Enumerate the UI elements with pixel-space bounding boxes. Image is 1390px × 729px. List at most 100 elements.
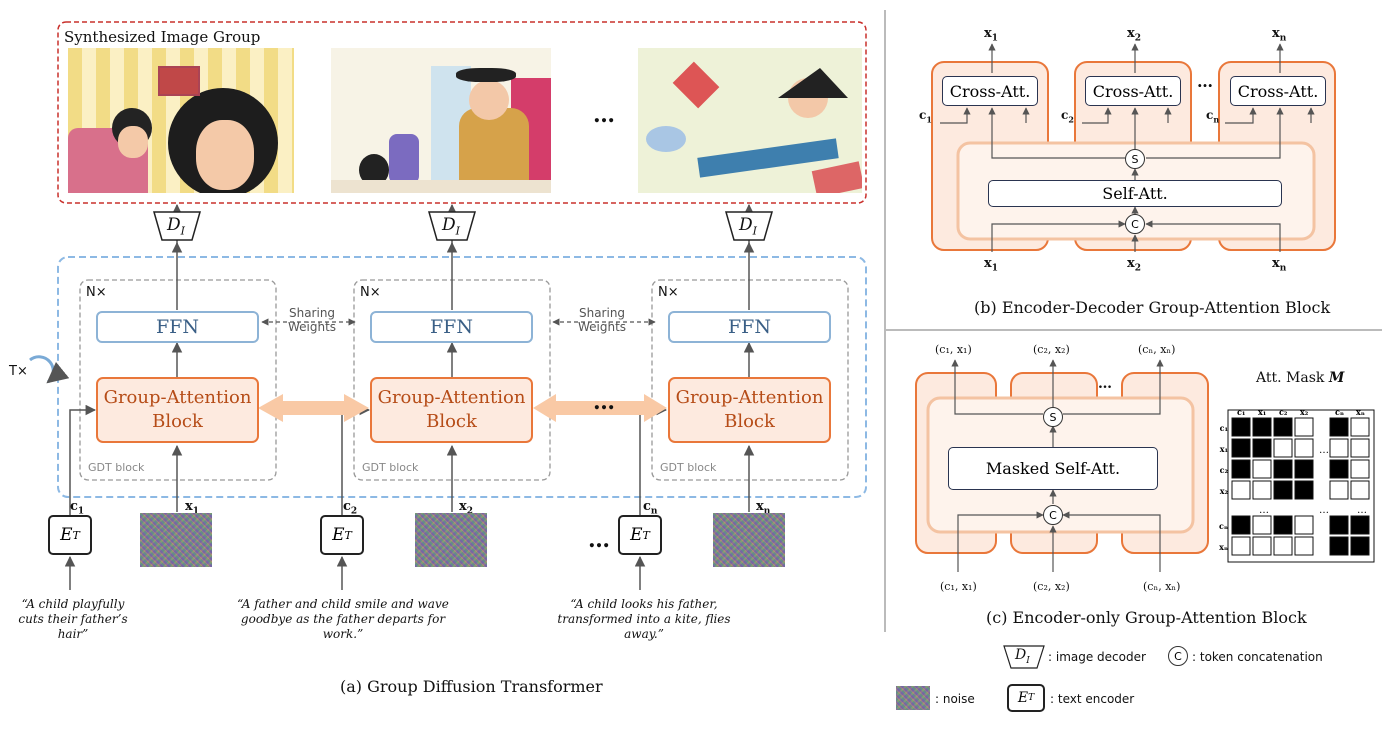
legend-noise: : noise [935, 692, 975, 706]
c-ellipsis: … [1098, 376, 1112, 392]
mask-cell [1231, 480, 1251, 500]
legend-concat-icon: C [1168, 646, 1188, 666]
cond-c2: c2 [343, 499, 357, 517]
mask-cell [1350, 536, 1370, 556]
block-ellipsis: … [593, 389, 615, 415]
b-in-x2-sym: x [1127, 256, 1135, 271]
repeat-label-2: N× [360, 285, 381, 300]
mask-col-label: cₙ [1335, 407, 1344, 417]
b-cross-att-2: Cross-Att. [1085, 76, 1181, 106]
legend-decoder-icon: DI [1003, 645, 1045, 669]
b-c1-sym: c [919, 108, 927, 122]
mask-cell [1294, 480, 1314, 500]
latent-x1-sym: x [185, 499, 193, 514]
b-self-att: Self-Att. [988, 180, 1282, 207]
b-c1-sub: 1 [926, 114, 932, 125]
b-in-xn: xn [1272, 256, 1286, 274]
b-out-x2: x2 [1127, 26, 1141, 44]
gab-3-line-1: Group-Attention [675, 387, 824, 408]
mask-row-label: x₂ [1220, 486, 1229, 496]
mask-ellipsis: … [1357, 505, 1367, 516]
mask-cell [1294, 459, 1314, 479]
sharing-weights-label-2: Sharing Weights [578, 306, 626, 334]
decoder-1-sub: I [180, 224, 185, 238]
gab-3-line-2: Block [724, 411, 775, 432]
group-attention-block-3: Group-Attention Block [668, 377, 831, 443]
mask-cell [1350, 417, 1370, 437]
b-c1: c1 [919, 108, 932, 124]
latent-xn-sym: x [756, 499, 764, 514]
legend-decoder-sym: D [1015, 647, 1027, 663]
sharing-weights-label-1: Sharing Weights [288, 306, 336, 334]
ffn-block-1: FFN [96, 311, 259, 343]
mask-ellipsis: … [1259, 505, 1269, 516]
gdt-label-1: GDT block [88, 461, 145, 474]
b-c2-sub: 2 [1068, 114, 1074, 125]
timestep-loop-label: T× [9, 364, 28, 379]
mask-cell [1252, 536, 1272, 556]
mask-row-label: c₁ [1220, 423, 1228, 433]
mask-cell [1252, 438, 1272, 458]
ffn-block-2: FFN [370, 311, 533, 343]
text-encoder-1-sym: E [60, 525, 73, 545]
b-split-icon: S [1125, 149, 1145, 169]
mask-cell [1273, 515, 1293, 535]
synth-group-label: Synthesized Image Group [64, 28, 261, 46]
cond-c1: c1 [70, 499, 84, 517]
b-out-x1-sym: x [984, 26, 992, 41]
c-in-n: (cₙ, xₙ) [1143, 580, 1181, 593]
synth-group-frame [57, 21, 867, 204]
b-in-xn-sub: n [1279, 263, 1287, 274]
repeat-label-1: N× [86, 285, 107, 300]
encoder-ellipsis: … [588, 527, 610, 553]
text-encoder-3-sym: E [630, 525, 643, 545]
text-encoder-1-sub: T [72, 528, 80, 542]
b-cn: cn [1206, 108, 1219, 124]
b-cn-sym: c [1206, 108, 1214, 122]
gab-1-line-1: Group-Attention [103, 387, 252, 408]
b-out-x2-sub: 2 [1134, 33, 1142, 44]
legend-noise-icon [896, 686, 930, 710]
mask-cell [1294, 536, 1314, 556]
mask-row-label: c₂ [1220, 465, 1229, 475]
mask-cell [1329, 536, 1349, 556]
c-out-1: (c₁, x₁) [935, 343, 972, 356]
group-attention-link-2 [533, 394, 667, 422]
mask-cell [1329, 459, 1349, 479]
group-attention-block-1: Group-Attention Block [96, 377, 259, 443]
gdt-label-2: GDT block [362, 461, 419, 474]
latent-x2-sym: x [459, 499, 467, 514]
c-out-n: (cₙ, xₙ) [1138, 343, 1176, 356]
mask-cell [1350, 480, 1370, 500]
noise-latent-1 [140, 513, 212, 567]
b-cross-att-1: Cross-Att. [942, 76, 1038, 106]
cond-c2-sub: 2 [350, 506, 358, 517]
gab-2-line-1: Group-Attention [377, 387, 526, 408]
caption-c: (c) Encoder-only Group-Attention Block [986, 608, 1307, 627]
decoder-3-sym: D [739, 215, 753, 235]
c-out-2: (c₂, x₂) [1033, 343, 1070, 356]
sharing-weights-line-3: Sharing [578, 306, 626, 320]
cond-cn: cn [643, 499, 657, 517]
image-decoder-1: DI [153, 211, 201, 241]
c-concat-icon: C [1043, 505, 1063, 525]
mask-cell [1252, 515, 1272, 535]
image-decoder-2: DI [428, 211, 476, 241]
mask-row-label: x₁ [1220, 444, 1228, 454]
c-masked-self-att: Masked Self-Att. [948, 447, 1158, 490]
sharing-weights-line-2: Weights [288, 320, 337, 334]
b-in-x1: x1 [984, 256, 998, 274]
legend-encoder-sym: E [1017, 690, 1029, 706]
mask-cell [1350, 438, 1370, 458]
mask-cell [1350, 459, 1370, 479]
mask-cell [1231, 438, 1251, 458]
b-c2-sym: c [1061, 108, 1069, 122]
mask-cell [1329, 480, 1349, 500]
mask-cell [1273, 438, 1293, 458]
legend-image-decoder: : image decoder [1048, 650, 1146, 664]
b-concat-icon: C [1125, 214, 1145, 234]
